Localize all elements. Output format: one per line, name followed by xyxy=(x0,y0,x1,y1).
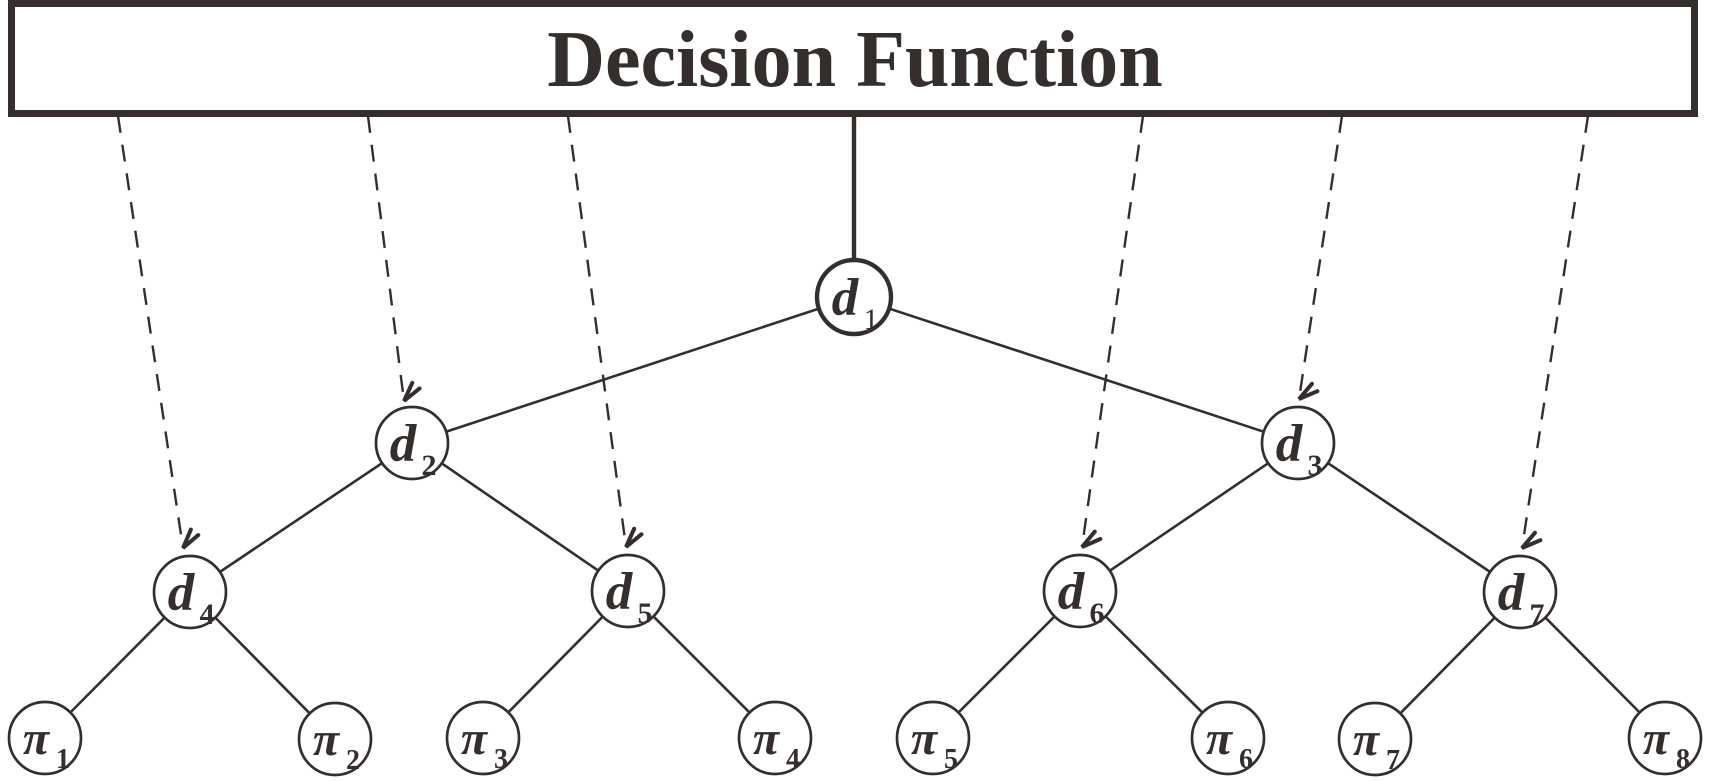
edge-d7-pi7 xyxy=(1400,616,1496,714)
edge-d4-pi1 xyxy=(70,616,166,713)
node-circle xyxy=(1260,405,1336,481)
edge-d7-pi8 xyxy=(1544,616,1640,713)
node-label-subscript: 3 xyxy=(494,744,508,775)
edge-d5-pi3 xyxy=(508,615,604,713)
node-label-subscript: 7 xyxy=(1530,598,1545,631)
decision-function-title: Decision Function xyxy=(547,16,1163,104)
edge-d2-d4 xyxy=(219,461,383,573)
node-label: d xyxy=(1276,415,1304,473)
node-label: d xyxy=(1058,563,1086,621)
node-label: d xyxy=(1498,564,1526,622)
node-label: π xyxy=(23,712,51,765)
dashed-arrow-to-d6 xyxy=(1080,115,1145,549)
node-circle xyxy=(895,700,971,776)
node-label-subscript: 6 xyxy=(1239,744,1253,775)
edge-d3-d6 xyxy=(1109,462,1269,572)
node-label-subscript: 5 xyxy=(638,597,653,630)
dashed-arrow-to-d7 xyxy=(1520,115,1590,550)
edge-d3-d7 xyxy=(1327,461,1491,573)
edge-d1-d2 xyxy=(446,307,820,433)
node-circle xyxy=(152,554,228,630)
decision-function-box xyxy=(8,0,1698,117)
node-label-subscript: 4 xyxy=(200,598,215,631)
node-circle xyxy=(814,257,894,337)
node-label-subscript: 3 xyxy=(1308,449,1323,482)
node-label-subscript: 2 xyxy=(422,449,437,482)
edge-d6-pi5 xyxy=(958,615,1056,713)
node-label-subscript: 1 xyxy=(56,744,70,775)
edge-d6-pi6 xyxy=(1104,615,1203,713)
node-label-subscript: 7 xyxy=(1386,745,1400,776)
edge-d4-pi2 xyxy=(214,616,310,714)
node-label: π xyxy=(1206,712,1234,765)
node-circle xyxy=(1482,554,1558,630)
edge-d5-pi4 xyxy=(652,615,750,713)
node-circle xyxy=(374,405,450,481)
node-circle xyxy=(1627,700,1703,776)
node-circle xyxy=(297,701,373,777)
node-label: d xyxy=(390,415,418,473)
node-circle xyxy=(1337,701,1413,777)
node-label: π xyxy=(1643,712,1671,765)
node-label-subscript: 6 xyxy=(1090,597,1105,630)
dashed-arrow-to-d4 xyxy=(116,115,201,550)
node-label-subscript: 1 xyxy=(864,303,879,336)
node-circle xyxy=(1042,553,1118,629)
node-label-subscript: 5 xyxy=(944,744,958,775)
links-layer xyxy=(70,115,1640,714)
node-label: d xyxy=(168,564,196,622)
node-circle xyxy=(1190,700,1266,776)
node-label: π xyxy=(911,712,939,765)
node-label: π xyxy=(461,712,489,765)
node-label-subscript: 4 xyxy=(786,744,800,775)
node-label: π xyxy=(1353,713,1381,766)
node-label-subscript: 2 xyxy=(346,745,360,776)
node-circle xyxy=(590,553,666,629)
node-label: π xyxy=(753,712,781,765)
edge-d2-d5 xyxy=(440,462,599,572)
node-circle xyxy=(737,700,813,776)
node-label: d xyxy=(606,563,634,621)
node-circle xyxy=(7,700,83,776)
node-label: π xyxy=(313,713,341,766)
edge-d1-d3 xyxy=(888,307,1264,433)
dashed-arrow-to-d2 xyxy=(366,115,422,403)
dashed-arrow-to-d3 xyxy=(1297,115,1344,401)
node-circle xyxy=(445,700,521,776)
dashed-arrow-to-d5 xyxy=(566,115,644,549)
node-label-subscript: 8 xyxy=(1676,744,1690,775)
node-label: d xyxy=(832,269,860,327)
dashed-arrows-layer xyxy=(116,115,1590,550)
